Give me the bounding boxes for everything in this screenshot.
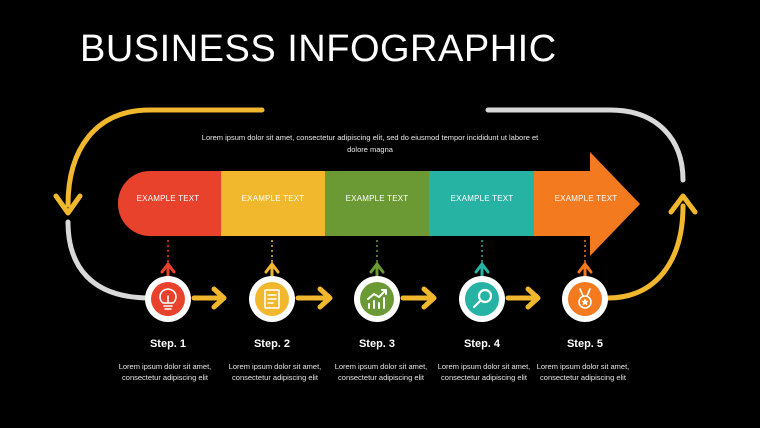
- loop-right-top-arc: [485, 107, 686, 183]
- segment-label-2: EXAMPLE TEXT: [241, 194, 305, 203]
- segment-label-3: EXAMPLE TEXT: [345, 194, 409, 203]
- connector-5: [577, 240, 593, 278]
- arrow-band-segment-4: [429, 171, 535, 236]
- magnifier-icon: [472, 288, 493, 309]
- loop-left-arrowhead: [53, 193, 83, 216]
- step-arrow-4: [505, 286, 541, 310]
- medal-icon: [578, 288, 592, 309]
- loop-right-arrowhead: [668, 193, 698, 215]
- segment-label-4: EXAMPLE TEXT: [450, 194, 514, 203]
- step-3-node: [354, 276, 400, 322]
- segment-label-5: EXAMPLE TEXT: [554, 194, 618, 203]
- step-3-title: Step. 3: [358, 338, 396, 350]
- loop-right-bottom-arc: [605, 203, 686, 301]
- lightbulb-icon: [159, 288, 177, 310]
- connector-4: [474, 240, 490, 278]
- step-arrow-2: [295, 286, 333, 310]
- connector-3: [369, 240, 385, 278]
- connector-1: [160, 240, 176, 278]
- step-3-description: Lorem ipsum dolor sit amet, consectetur …: [334, 362, 428, 382]
- step-1-description: Lorem ipsum dolor sit amet, consectetur …: [118, 362, 212, 382]
- step-4-node: [459, 276, 505, 322]
- connector-2: [264, 240, 280, 278]
- step-arrow-1: [191, 286, 227, 310]
- step-5-description: Lorem ipsum dolor sit amet, consectetur …: [536, 362, 630, 382]
- document-icon: [264, 289, 280, 309]
- arrow-band-segment-1: [117, 171, 222, 236]
- arrow-band-segment-2: [221, 171, 326, 236]
- step-5-title: Step. 5: [566, 338, 604, 350]
- page-title: BUSINESS INFOGRAPHIC: [80, 28, 557, 70]
- loop-left-top-arc: [65, 107, 265, 208]
- step-4-title: Step. 4: [463, 338, 501, 350]
- arrow-band-segment-3: [325, 171, 430, 236]
- step-2-node: [249, 276, 295, 322]
- step-2-title: Step. 2: [253, 338, 291, 350]
- step-1-title: Step. 1: [149, 338, 187, 350]
- arrow-band-segment-5: [534, 152, 640, 256]
- step-5-node: [562, 276, 608, 322]
- intro-text: Lorem ipsum dolor sit amet, consectetur …: [201, 133, 539, 154]
- step-arrow-3: [400, 286, 437, 310]
- segment-label-1: EXAMPLE TEXT: [136, 194, 200, 203]
- step-1-node: [145, 276, 191, 322]
- step-2-description: Lorem ipsum dolor sit amet, consectetur …: [228, 362, 322, 382]
- step-4-description: Lorem ipsum dolor sit amet, consectetur …: [437, 362, 531, 382]
- growth-chart-icon: [367, 289, 387, 309]
- loop-left-bottom-arc: [65, 219, 153, 301]
